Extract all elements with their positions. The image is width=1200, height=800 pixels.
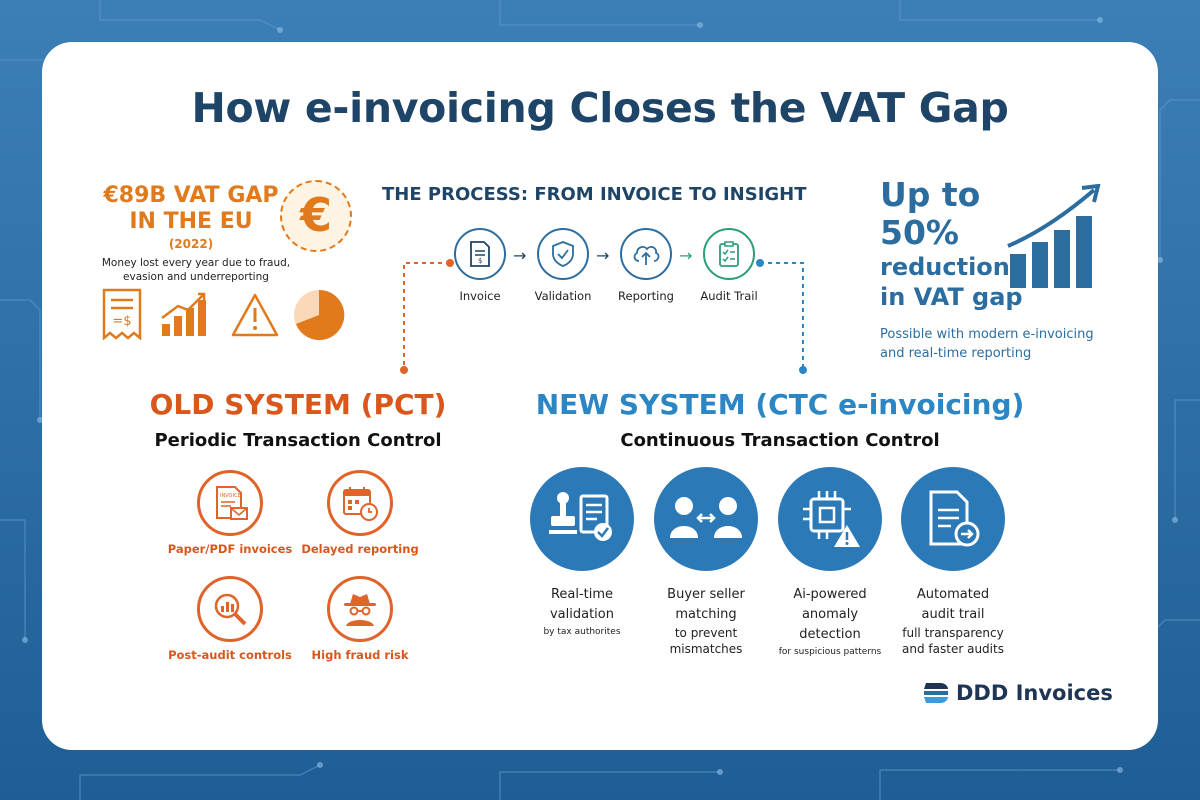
vat-gap-year: (2022) (168, 237, 214, 251)
new-item-buyer-seller-matching: Buyer seller matching to prevent mismatc… (646, 467, 766, 657)
stat-line3: reduction (880, 253, 1010, 281)
calendar-clock-icon (327, 470, 393, 536)
arrow-right-icon: → (679, 246, 693, 265)
bar-chart-icon (161, 292, 206, 336)
receipt-icon: =$ (102, 288, 142, 340)
new-item-line2: validation (549, 607, 614, 622)
process-step-validation: Validation (518, 228, 608, 303)
new-item-line1: Automated (916, 587, 990, 602)
arrow-right-icon: → (596, 246, 610, 265)
process-title: THE PROCESS: FROM INVOICE TO INSIGHT (382, 184, 807, 205)
new-item-line4: for suspicious patterns (778, 647, 882, 657)
process-step-invoice: $ Invoice (435, 228, 525, 303)
svg-text:$: $ (478, 257, 482, 265)
new-item-line3: to prevent (674, 626, 738, 640)
paper-invoice-icon: INVOICE (197, 470, 263, 536)
stat-description: Possible with modern e-invoicing and rea… (880, 325, 1120, 363)
old-system-subtitle: Periodic Transaction Control (154, 430, 442, 451)
stat-description-line2: and real-time reporting (880, 346, 1032, 361)
old-item-label: High fraud risk (311, 648, 409, 662)
new-item-line1: Real-time (550, 587, 614, 602)
new-item-line2: audit trail (921, 607, 985, 622)
clipboard-check-icon (703, 228, 755, 280)
shield-check-icon (537, 228, 589, 280)
old-system-title: OLD SYSTEM (PCT) (149, 388, 447, 421)
logo-text: DDD Invoices (956, 681, 1113, 705)
new-item-line4: and faster audits (902, 642, 1004, 656)
vat-gap-line1: €89B VAT GAP (103, 183, 279, 208)
page-title: How e-invoicing Closes the VAT Gap (191, 84, 1009, 132)
new-item-line4: mismatches (669, 642, 743, 656)
vat-gap-description-line2: evasion and underreporting (123, 271, 269, 283)
spy-icon (327, 576, 393, 642)
process-step-label: Validation (534, 289, 592, 303)
ddd-invoices-logo: DDD Invoices (922, 678, 1113, 708)
invoice-icon: $ (454, 228, 506, 280)
process-step-reporting: Reporting (601, 228, 691, 303)
process-step-label: Invoice (459, 289, 501, 303)
old-item-label: Paper/PDF invoices (167, 542, 293, 556)
warning-icon (231, 293, 279, 337)
new-item-line1: Ai-powered (793, 587, 867, 602)
process-step-label: Audit Trail (700, 289, 758, 303)
old-item-delayed-reporting: Delayed reporting (290, 470, 430, 556)
old-item-label: Delayed reporting (301, 542, 419, 556)
new-item-line3: full transparency (902, 626, 1004, 640)
pie-chart-icon (294, 289, 345, 340)
old-item-paper-invoices: INVOICE Paper/PDF invoices (160, 470, 300, 556)
document-export-icon (901, 467, 1005, 571)
cloud-upload-icon (620, 228, 672, 280)
magnifier-chart-icon (197, 576, 263, 642)
new-item-line2: matching (675, 607, 737, 622)
new-item-line3: by tax authorites (543, 627, 621, 637)
two-users-icon (654, 467, 758, 571)
chip-warning-icon (778, 467, 882, 571)
new-item-line1: Buyer seller (667, 587, 745, 602)
new-system-subtitle: Continuous Transaction Control (620, 430, 940, 451)
new-item-real-time-validation: Real-time validation by tax authorites (522, 467, 642, 639)
stat-description-line1: Possible with modern e-invoicing (880, 327, 1094, 342)
stat-line4: in VAT gap (880, 283, 1023, 311)
svg-text:INVOICE: INVOICE (220, 493, 241, 499)
stamp-document-icon (530, 467, 634, 571)
old-item-label: Post-audit controls (168, 648, 292, 662)
stat-line2: 50% (880, 213, 959, 252)
arrow-right-icon: → (513, 246, 527, 265)
vat-gap-description: Money lost every year due to fraud, evas… (96, 256, 296, 284)
stat-line1: Up to (880, 175, 981, 214)
reduction-stat: Up to 50% reduction in VAT gap (880, 176, 1080, 312)
growth-chart-icon (1007, 184, 1101, 288)
euro-icon: € (280, 180, 352, 252)
old-item-high-fraud-risk: High fraud risk (290, 576, 430, 662)
new-item-automated-audit-trail: Automated audit trail full transparency … (893, 467, 1013, 657)
new-item-anomaly-detection: Ai-powered anomaly detection for suspici… (770, 467, 890, 659)
new-item-line2: anomaly (801, 607, 859, 622)
process-step-audit-trail: Audit Trail (684, 228, 774, 303)
logo-mark-icon (924, 683, 948, 703)
vat-gap-headline: €89B VAT GAP IN THE EU (96, 183, 286, 235)
new-item-line3: detection (799, 627, 861, 642)
svg-text:=$: =$ (112, 314, 131, 329)
new-system-title: NEW SYSTEM (CTC e-invoicing) (535, 388, 1025, 421)
process-step-label: Reporting (618, 289, 674, 303)
old-item-post-audit: Post-audit controls (160, 576, 300, 662)
vat-gap-description-line1: Money lost every year due to fraud, (101, 257, 291, 269)
vat-gap-line2: IN THE EU (129, 209, 253, 234)
